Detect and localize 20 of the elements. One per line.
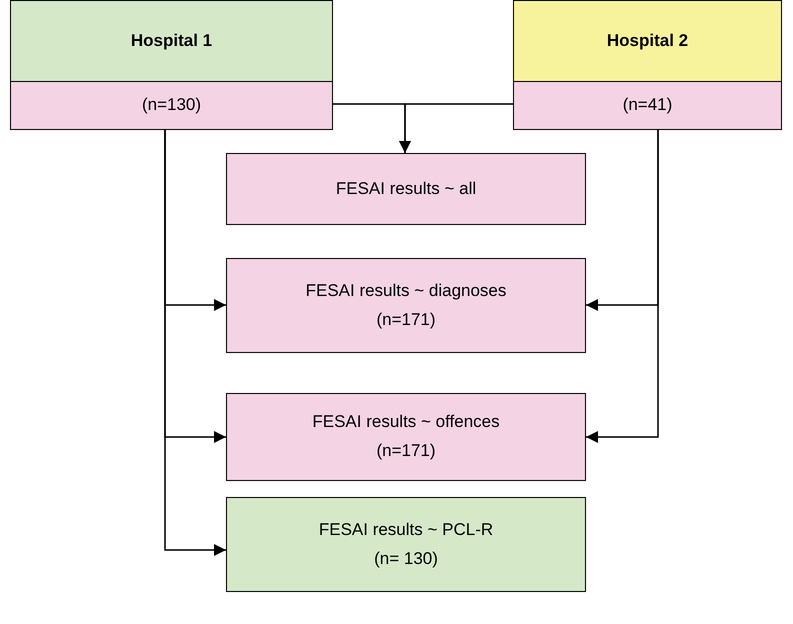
arrow [399,103,513,153]
sample-size: (n=171) [376,440,436,462]
sample-size: (n=130) [142,94,202,116]
hospital-box [10,0,333,130]
result-box [226,393,586,481]
hospital-title: Hospital 2 [606,31,688,51]
result-box [226,258,586,353]
result-box [226,497,586,592]
result-box [226,153,586,225]
result-title: FESAI results ~ all [336,178,476,200]
result-title: FESAI results ~ PCL-R [318,518,494,541]
sample-size: (n=41) [622,94,672,116]
hospital-box [513,0,782,130]
hospital-title: Hospital 1 [130,31,212,51]
result-title: FESAI results ~ offences [312,411,500,434]
arrow [586,130,659,443]
arrow [164,130,226,556]
sample-size: (n=171) [376,308,436,330]
result-title: FESAI results ~ diagnoses [306,280,506,302]
sample-size: (n= 130) [374,548,438,570]
